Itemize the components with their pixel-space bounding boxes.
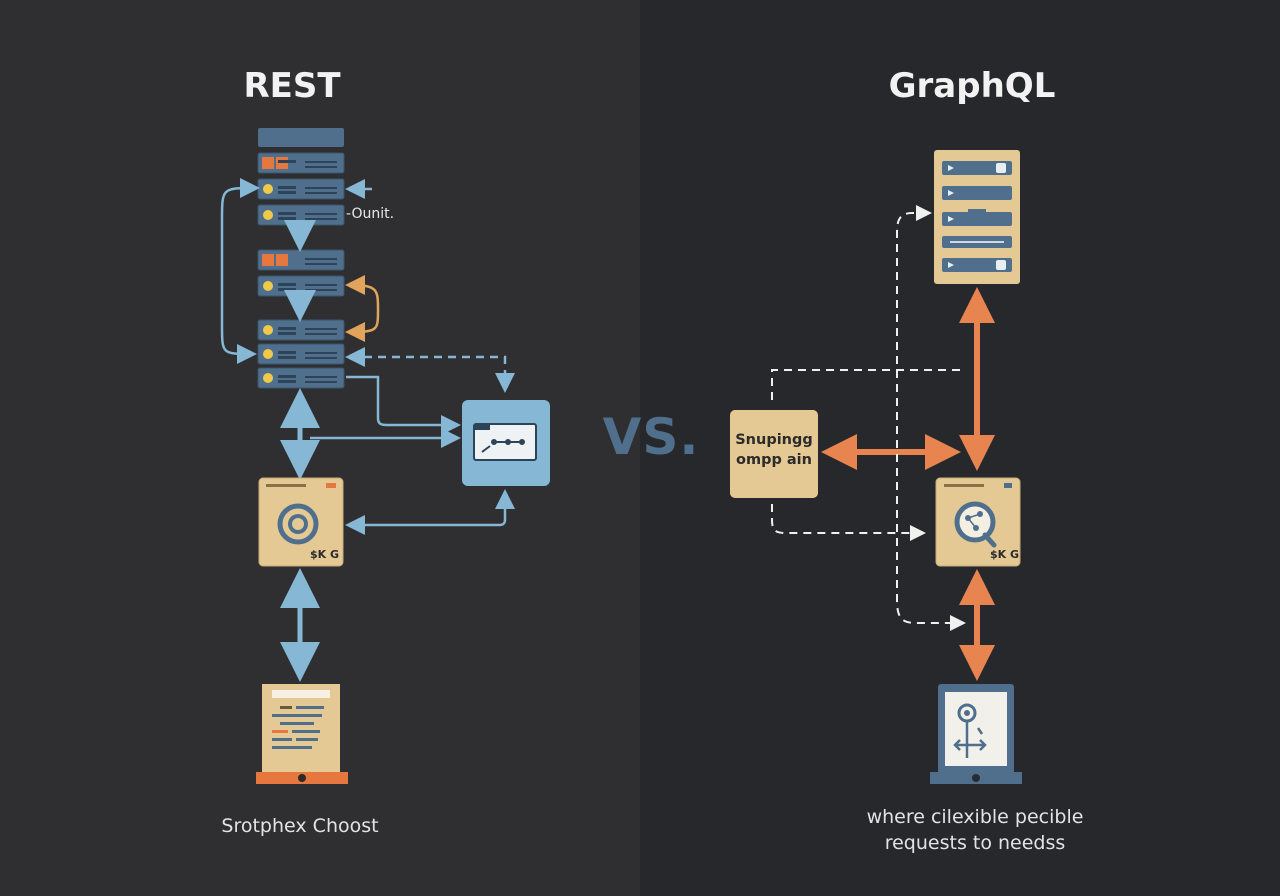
rest-component-box xyxy=(258,477,344,567)
vs-label: VS. xyxy=(602,408,700,466)
graphql-component-label: $K G xyxy=(990,548,1020,561)
graphql-title: GraphQL xyxy=(888,66,1056,106)
rest-stack-arrows xyxy=(220,178,515,682)
rest-client-document xyxy=(256,684,348,784)
rest-server-stack xyxy=(257,128,345,389)
graphql-arrows xyxy=(771,205,995,681)
graphql-caption-line-2: requests to needss xyxy=(884,832,1066,854)
gateway-box-line-2: ompp ain xyxy=(736,452,812,468)
server-unit xyxy=(257,275,345,297)
graphql-gateway-box: Snupingg ompp ain xyxy=(730,410,818,498)
graphql-component-box xyxy=(935,477,1021,567)
graphql-caption: where cilexible pecible requests to need… xyxy=(840,804,1110,856)
graphql-client-tablet xyxy=(930,684,1022,784)
rest-title: REST xyxy=(243,66,341,106)
server-unit xyxy=(257,249,345,271)
rest-caption: Srotphex Choost xyxy=(221,815,379,837)
rest-side-label: -Ounit. xyxy=(346,206,395,222)
graphql-server xyxy=(934,150,1020,284)
rest-component-label: $K G xyxy=(310,548,340,561)
server-unit xyxy=(257,343,345,365)
gateway-box-line-1: Snupingg xyxy=(735,432,813,448)
server-unit xyxy=(257,152,345,174)
rest-process-box xyxy=(462,400,550,486)
graphql-caption-line-1: where cilexible pecible xyxy=(866,806,1084,828)
server-unit xyxy=(257,204,345,226)
server-unit xyxy=(257,178,345,200)
server-unit xyxy=(257,367,345,389)
server-unit xyxy=(257,319,345,341)
